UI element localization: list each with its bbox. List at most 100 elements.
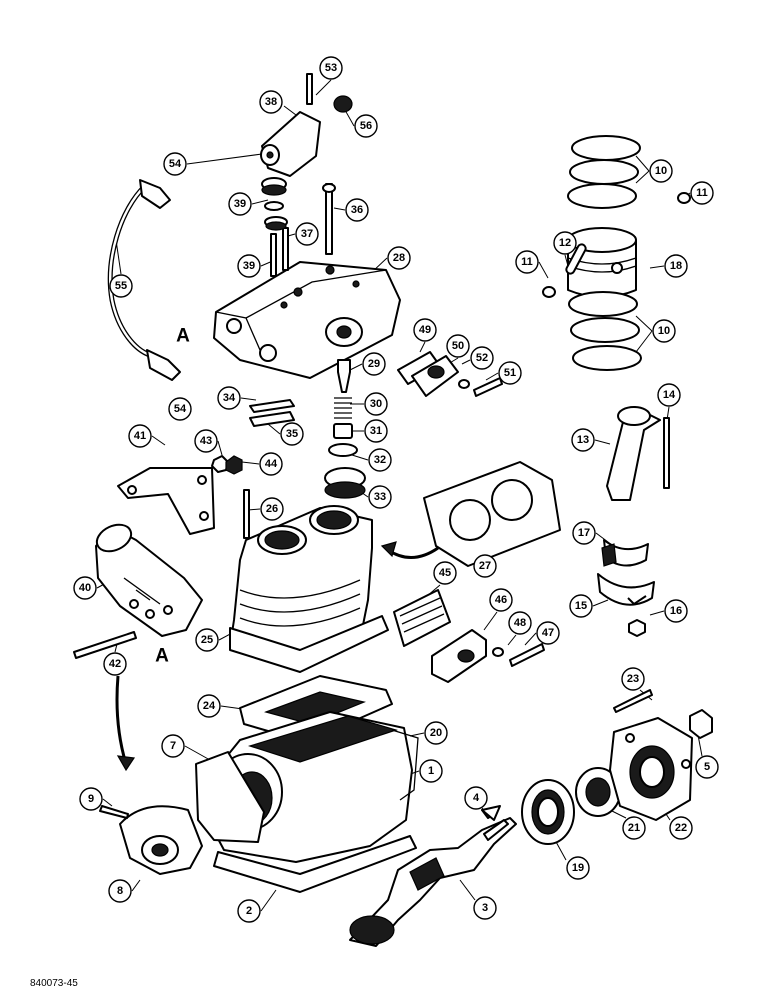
callout-34: 34 <box>217 386 241 410</box>
callout-number: 12 <box>559 237 571 249</box>
section-letter: A <box>155 646 169 667</box>
callout-circle <box>237 899 261 923</box>
callout-circle <box>566 856 590 880</box>
callout-circle <box>259 90 283 114</box>
callout-circle <box>368 448 392 472</box>
callout-circle <box>669 816 693 840</box>
callout-number: 29 <box>368 358 380 370</box>
callout-number: 47 <box>542 627 554 639</box>
callout-15: 15 <box>569 594 593 618</box>
callout-number: 39 <box>243 260 255 272</box>
callout-circle <box>197 694 221 718</box>
callout-number: 46 <box>495 594 507 606</box>
callout-30: 30 <box>364 392 388 416</box>
section-letter-layer: AA <box>155 326 190 667</box>
callout-41: 41 <box>128 424 152 448</box>
callout-circle <box>345 198 369 222</box>
callout-22: 22 <box>669 816 693 840</box>
callout-circle <box>79 787 103 811</box>
callout-51: 51 <box>498 361 522 385</box>
callout-number: 7 <box>170 740 176 752</box>
callout-number: 36 <box>351 204 363 216</box>
callout-number: 45 <box>439 567 451 579</box>
callout-number: 18 <box>670 260 682 272</box>
callout-11: 11 <box>515 250 539 274</box>
callout-number: 52 <box>476 352 488 364</box>
callout-number: 51 <box>504 367 516 379</box>
callout-7: 7 <box>161 734 185 758</box>
callout-circle <box>652 319 676 343</box>
callout-number: 1 <box>428 765 434 777</box>
callout-14: 14 <box>657 383 681 407</box>
callout-circle <box>73 576 97 600</box>
callout-circle <box>424 721 448 745</box>
callout-50: 50 <box>446 334 470 358</box>
callout-44: 44 <box>259 452 283 476</box>
callout-5: 5 <box>695 755 719 779</box>
callout-circle <box>217 386 241 410</box>
callout-number: 5 <box>704 761 710 773</box>
figure-code: 840073-45 <box>30 978 78 989</box>
callout-circle <box>489 588 513 612</box>
callout-number: 49 <box>419 324 431 336</box>
callout-number: 10 <box>655 165 667 177</box>
callout-circle <box>237 254 261 278</box>
callout-56: 56 <box>354 114 378 138</box>
callout-number: 54 <box>169 158 182 170</box>
callout-12: 12 <box>553 231 577 255</box>
callout-number: 9 <box>88 793 94 805</box>
callout-42: 42 <box>103 652 127 676</box>
callout-43: 43 <box>194 429 218 453</box>
callout-circle <box>362 352 386 376</box>
callout-27: 27 <box>473 554 497 578</box>
callout-28: 28 <box>387 246 411 270</box>
callout-number: 55 <box>115 280 127 292</box>
callout-37: 37 <box>295 222 319 246</box>
callout-54: 54 <box>163 152 187 176</box>
callout-circle <box>569 594 593 618</box>
callout-circle <box>419 759 443 783</box>
callout-number: 54 <box>174 403 187 415</box>
callout-circle <box>571 428 595 452</box>
callout-18: 18 <box>664 254 688 278</box>
callout-47: 47 <box>536 621 560 645</box>
callout-circle <box>354 114 378 138</box>
callout-number: 30 <box>370 398 382 410</box>
callout-circle <box>473 554 497 578</box>
callout-23: 23 <box>621 667 645 691</box>
callout-number: 24 <box>203 700 216 712</box>
piston-group <box>542 135 691 637</box>
callout-circle <box>657 383 681 407</box>
callout-circle <box>553 231 577 255</box>
callout-circle <box>364 392 388 416</box>
callout-20: 20 <box>424 721 448 745</box>
cylinder-block-group <box>73 455 713 947</box>
callout-circle <box>319 56 343 80</box>
callout-number: 42 <box>109 658 121 670</box>
callout-number: 2 <box>246 905 252 917</box>
callout-number: 27 <box>479 560 491 572</box>
section-letter: A <box>176 326 190 347</box>
callout-circle <box>464 786 488 810</box>
callout-circle <box>690 181 714 205</box>
callout-circle <box>368 485 392 509</box>
callout-10: 10 <box>649 159 673 183</box>
callout-number: 38 <box>265 96 277 108</box>
callout-number: 15 <box>575 600 587 612</box>
callout-circle <box>498 361 522 385</box>
callout-number: 40 <box>79 582 91 594</box>
callout-54: 54 <box>168 397 192 421</box>
callout-number: 3 <box>482 902 488 914</box>
callout-number: 41 <box>134 430 146 442</box>
callout-11: 11 <box>690 181 714 205</box>
callout-circle <box>108 879 132 903</box>
callout-52: 52 <box>470 346 494 370</box>
callout-circle <box>364 419 388 443</box>
callout-circle <box>446 334 470 358</box>
callout-circle <box>572 521 596 545</box>
callout-number: 20 <box>430 727 442 739</box>
callout-circle <box>622 816 646 840</box>
callout-13: 13 <box>571 428 595 452</box>
callout-9: 9 <box>79 787 103 811</box>
